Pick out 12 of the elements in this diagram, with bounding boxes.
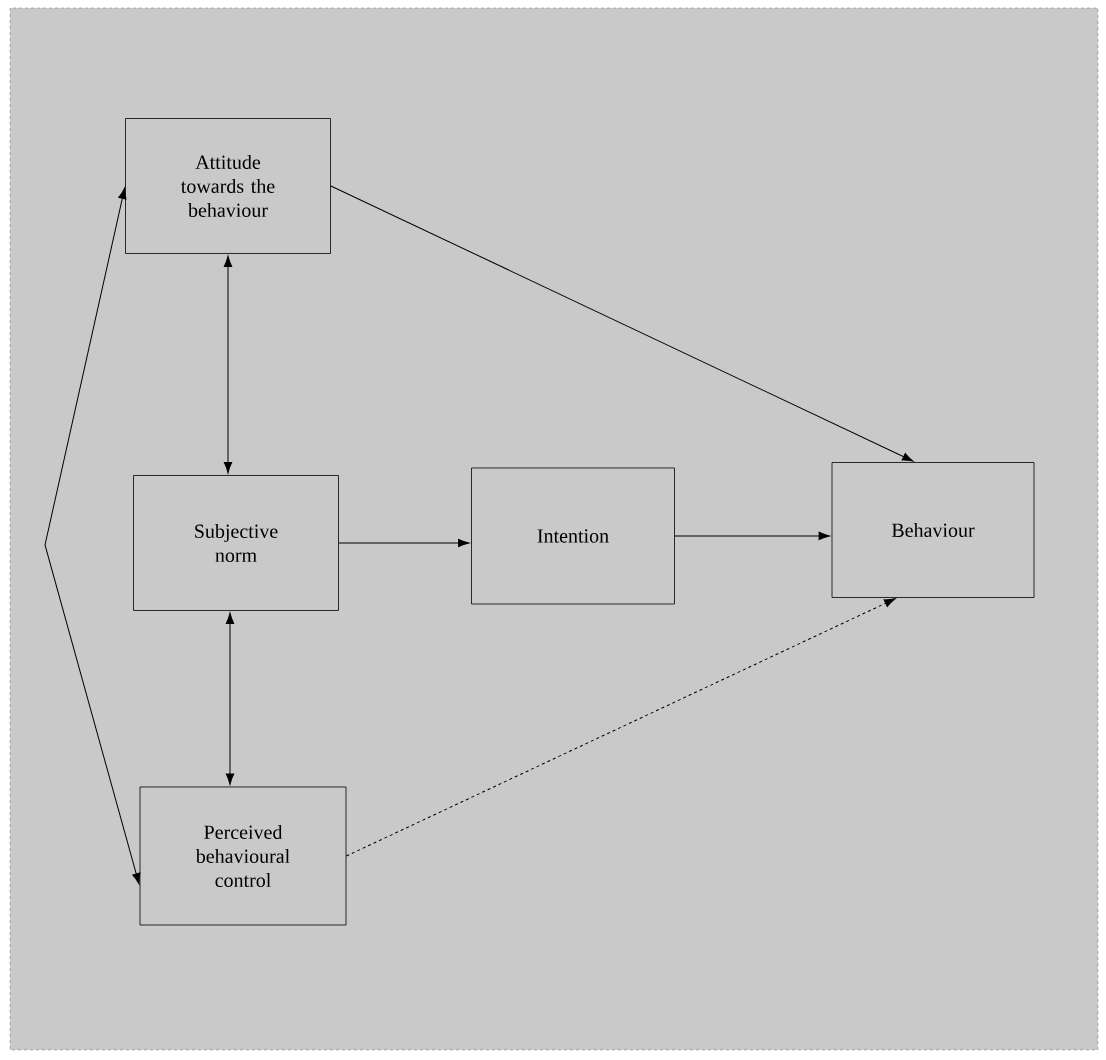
arrow (44, 187, 141, 885)
process-box: Perceived behavioural control (139, 786, 347, 926)
process-box: Attitude towards the behaviour (125, 118, 331, 254)
arrow (338, 538, 470, 548)
arrow (674, 531, 830, 541)
arrow (225, 612, 235, 785)
arrow (223, 255, 233, 474)
process-box: Behaviour (831, 462, 1035, 598)
process-box: Intention (471, 467, 675, 605)
process-box: Subjective norm (133, 475, 339, 611)
arrow (345, 598, 896, 857)
arrow (330, 185, 914, 462)
